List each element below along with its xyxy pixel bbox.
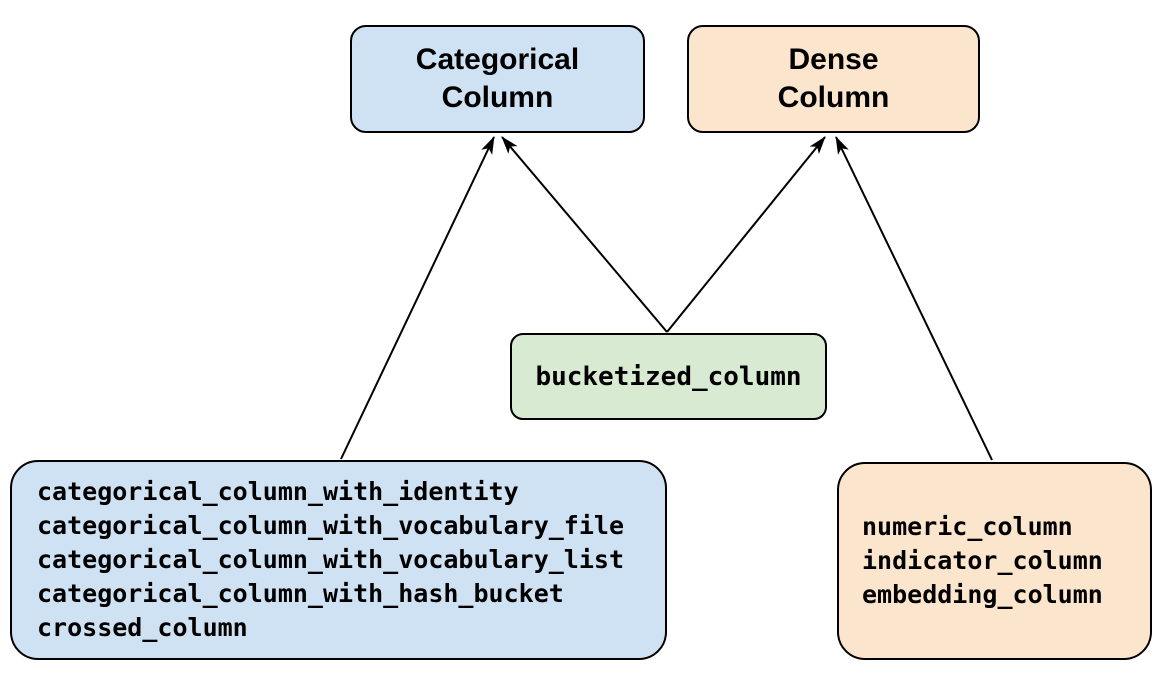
code-line: categorical_column_with_vocabulary_file bbox=[37, 511, 624, 540]
node-categorical-column: Categorical Column bbox=[350, 25, 645, 133]
code-line: categorical_column_with_hash_bucket bbox=[37, 579, 564, 608]
code-line: embedding_column bbox=[862, 580, 1103, 609]
node-bucketized-column: bucketized_column bbox=[510, 333, 827, 420]
node-dense-column: Dense Column bbox=[687, 25, 980, 133]
bucketized-column-label: bucketized_column bbox=[535, 361, 802, 392]
code-line: categorical_column_with_identity bbox=[37, 477, 519, 506]
arrow-bucketized-to-dense-column bbox=[666, 136, 826, 333]
categorical-column-label: Categorical Column bbox=[415, 43, 580, 114]
node-categorical-functions: categorical_column_with_identity categori… bbox=[10, 460, 667, 660]
arrow-dense-functions-to-dense-column bbox=[835, 136, 993, 461]
code-line: crossed_column bbox=[37, 613, 248, 642]
node-dense-functions: numeric_column indicator_column embedding_… bbox=[837, 462, 1152, 660]
code-line: indicator_column bbox=[862, 546, 1103, 575]
dense-column-label: Dense Column bbox=[777, 43, 890, 114]
code-line: categorical_column_with_vocabulary_list bbox=[37, 545, 624, 574]
arrow-bucketized-to-categorical-column bbox=[501, 136, 668, 333]
arrow-categorical-functions-to-categorical-column bbox=[340, 136, 495, 460]
code-line: numeric_column bbox=[862, 512, 1073, 541]
